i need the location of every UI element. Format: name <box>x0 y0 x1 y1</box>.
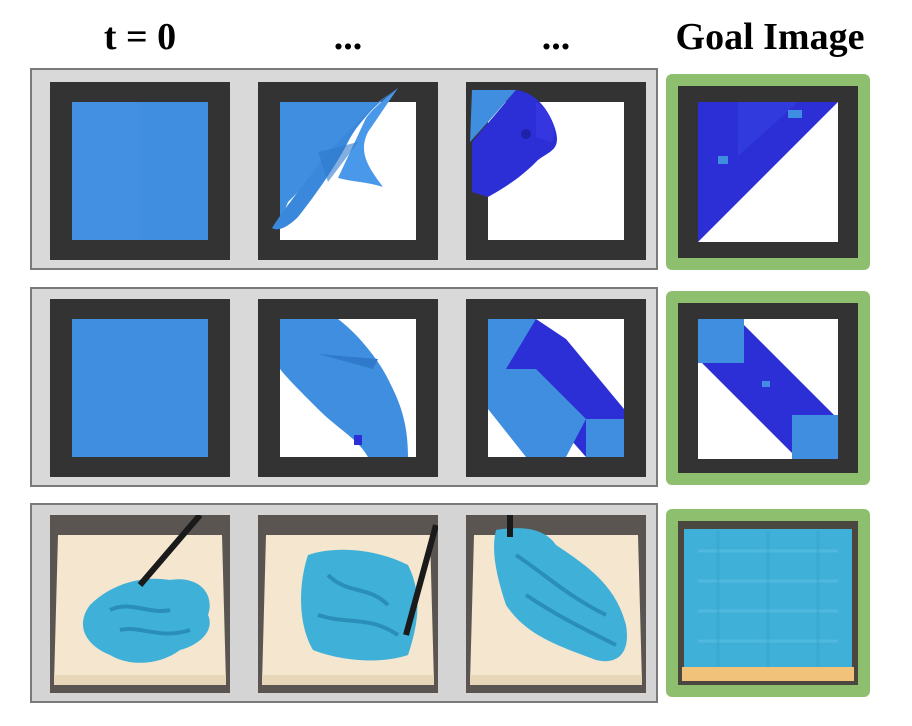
header-goal-image: Goal Image <box>675 16 865 58</box>
row3-frame-mid2 <box>466 515 646 693</box>
row1-frame-mid1 <box>258 82 438 260</box>
row-3-sequence <box>30 503 658 703</box>
row-2-sequence <box>30 287 658 487</box>
header-t0: t = 0 <box>103 16 177 58</box>
row2-goal-frame <box>666 291 870 485</box>
row2-frame-mid2 <box>466 299 646 477</box>
header-ellipsis-1: ... <box>333 16 363 58</box>
row-1-sequence <box>30 68 658 270</box>
row1-goal-image <box>678 86 858 258</box>
row3-goal-frame <box>666 509 870 697</box>
row3-frame-mid1 <box>258 515 438 693</box>
row2-frame-mid1 <box>258 299 438 477</box>
header-ellipsis-2: ... <box>541 16 571 58</box>
row1-frame-t0 <box>50 82 230 260</box>
row3-goal-image <box>678 521 858 685</box>
row1-frame-mid2 <box>466 82 646 260</box>
row2-frame-t0 <box>50 299 230 477</box>
row3-frame-t0 <box>50 515 230 693</box>
row2-goal-image <box>678 303 858 473</box>
row1-goal-frame <box>666 74 870 270</box>
